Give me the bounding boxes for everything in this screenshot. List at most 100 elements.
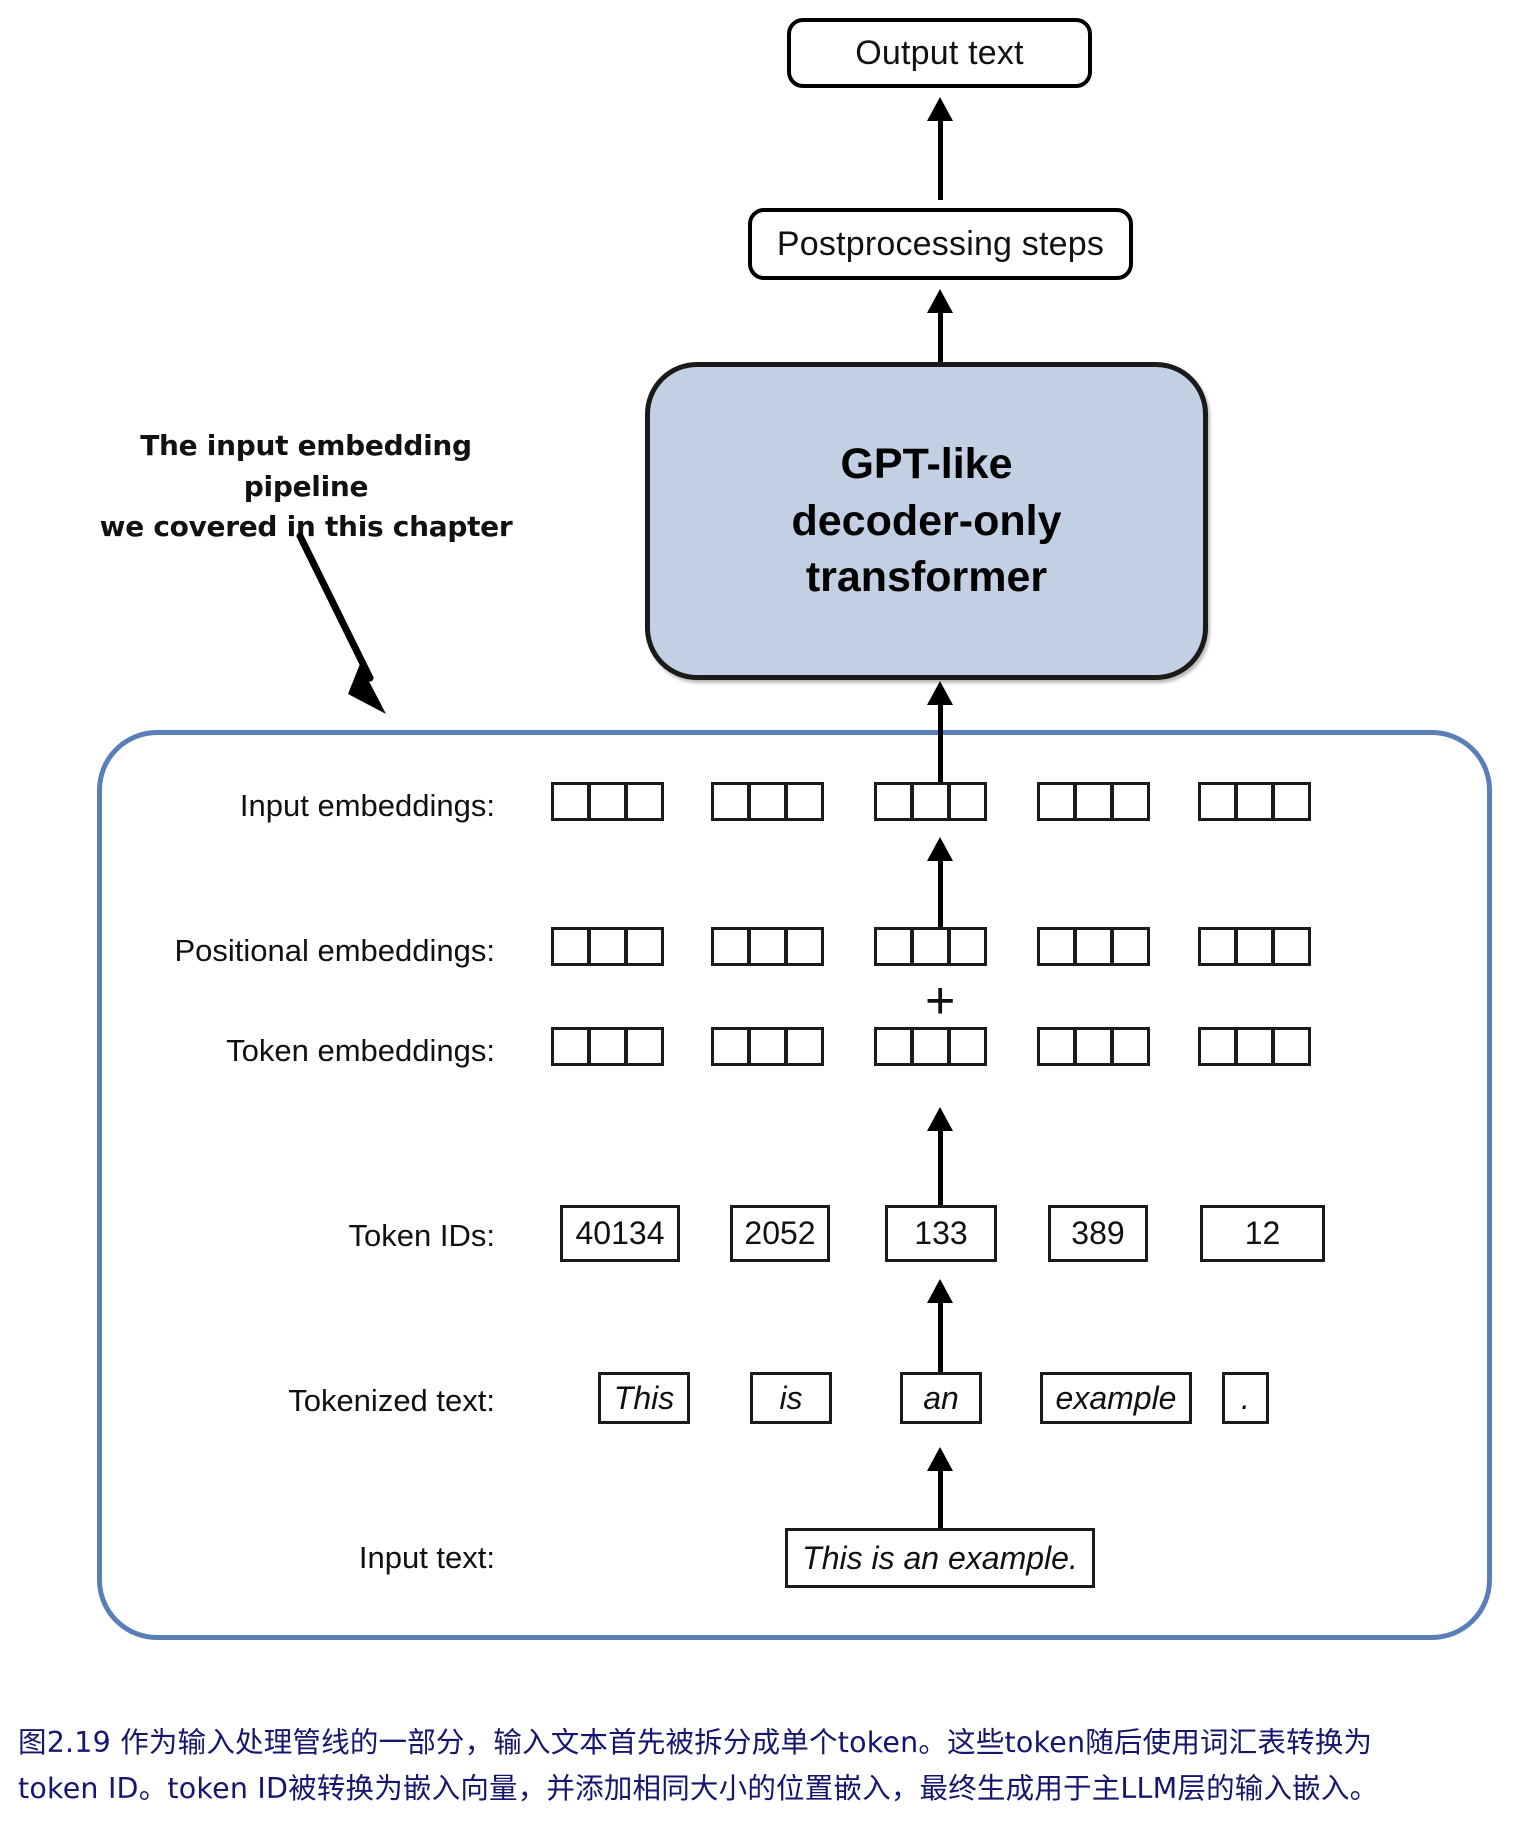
embedding-cell <box>911 1027 950 1066</box>
token-text: an <box>923 1379 959 1416</box>
figure-caption-line-2: token ID。token ID被转换为嵌入向量，并添加相同大小的位置嵌入，最… <box>18 1772 1379 1806</box>
pipeline-annotation-line-2: we covered in this chapter <box>99 510 513 544</box>
token-text: example <box>1055 1379 1177 1416</box>
embedding-cell <box>1198 927 1237 966</box>
embedding-cell <box>874 1027 913 1066</box>
embedding-cell <box>1074 927 1113 966</box>
embedding-cell <box>625 1027 664 1066</box>
embedding-cell <box>1235 782 1274 821</box>
token-id-value: 40134 <box>575 1215 665 1251</box>
token-id-box-3: 133 <box>885 1205 997 1262</box>
token-embedding-group-3 <box>874 1027 987 1066</box>
token-embedding-group-4 <box>1037 1027 1150 1066</box>
positional-embedding-group-3 <box>874 927 987 966</box>
embedding-cell <box>588 1027 627 1066</box>
embedding-cell <box>948 1027 987 1066</box>
plus-operator-symbol: + <box>925 972 956 1030</box>
positional-embedding-group-2 <box>711 927 824 966</box>
token-box-3: an <box>900 1372 982 1424</box>
row-label-token-ids: Token IDs: <box>0 1218 495 1254</box>
embedding-cell <box>1111 782 1150 821</box>
embedding-cell <box>1272 927 1311 966</box>
input-embedding-group-5 <box>1198 782 1311 821</box>
input-text-value: This is an example. <box>802 1539 1078 1576</box>
embedding-cell <box>1235 927 1274 966</box>
postprocessing-box: Postprocessing steps <box>748 208 1133 280</box>
row-label-token-embeddings-text: Token embeddings: <box>226 1033 495 1068</box>
figure-caption-line-1: 图2.19 作为输入处理管线的一部分，输入文本首先被拆分成单个token。这些t… <box>18 1726 1373 1759</box>
token-id-value: 12 <box>1244 1215 1281 1251</box>
token-id-box-1: 40134 <box>560 1205 680 1262</box>
token-embedding-group-2 <box>711 1027 824 1066</box>
embedding-cell <box>1235 1027 1274 1066</box>
embedding-cell <box>1272 782 1311 821</box>
input-embedding-group-2 <box>711 782 824 821</box>
embedding-cell <box>1198 782 1237 821</box>
embedding-cell <box>748 782 787 821</box>
input-embedding-group-4 <box>1037 782 1150 821</box>
embedding-cell <box>1111 927 1150 966</box>
embedding-cell <box>911 927 950 966</box>
input-embedding-group-1 <box>551 782 664 821</box>
embedding-cell <box>911 782 950 821</box>
input-embedding-group-3 <box>874 782 987 821</box>
embedding-cell <box>748 927 787 966</box>
embedding-cell <box>711 782 750 821</box>
input-embedding-pipeline-frame <box>97 730 1492 1640</box>
row-label-input-text: Input text: <box>0 1540 495 1576</box>
annotation-arrow-icon <box>296 532 386 714</box>
gpt-box-line-1: GPT-like <box>840 439 1013 488</box>
embedding-cell <box>1111 1027 1150 1066</box>
embedding-cell <box>551 782 590 821</box>
row-label-input-embeddings: Input embeddings: <box>0 788 495 824</box>
embedding-cell <box>588 927 627 966</box>
row-label-positional-embeddings-text: Positional embeddings: <box>174 933 495 968</box>
input-text-box: This is an example. <box>785 1528 1095 1588</box>
embedding-cell <box>785 782 824 821</box>
row-label-token-embeddings: Token embeddings: <box>0 1033 495 1069</box>
embedding-cell <box>874 927 913 966</box>
embedding-cell <box>1074 1027 1113 1066</box>
positional-embedding-group-4 <box>1037 927 1150 966</box>
token-text: is <box>779 1379 803 1416</box>
token-box-5: . <box>1222 1372 1269 1424</box>
token-id-box-2: 2052 <box>730 1205 830 1262</box>
gpt-decoder-box: GPT-like decoder-only transformer <box>645 362 1208 680</box>
output-text-label: Output text <box>855 33 1024 72</box>
embedding-cell <box>625 927 664 966</box>
token-box-2: is <box>750 1372 832 1424</box>
embedding-cell <box>551 927 590 966</box>
token-id-value: 389 <box>1071 1215 1125 1251</box>
embedding-cell <box>1272 1027 1311 1066</box>
embedding-cell <box>711 1027 750 1066</box>
token-id-box-5: 12 <box>1200 1205 1325 1262</box>
embedding-cell <box>625 782 664 821</box>
token-id-value: 2052 <box>744 1215 816 1251</box>
token-id-box-4: 389 <box>1048 1205 1148 1262</box>
token-text: . <box>1241 1379 1250 1416</box>
row-label-input-text-text: Input text: <box>358 1540 495 1575</box>
positional-embedding-group-1 <box>551 927 664 966</box>
embedding-cell <box>785 1027 824 1066</box>
plus-operator: + <box>925 975 955 1027</box>
token-embedding-group-1 <box>551 1027 664 1066</box>
embedding-cell <box>948 927 987 966</box>
embedding-cell <box>588 782 627 821</box>
embedding-cell <box>1037 1027 1076 1066</box>
row-label-tokenized-text: Tokenized text: <box>0 1383 495 1419</box>
row-label-tokenized-text-text: Tokenized text: <box>288 1383 495 1418</box>
figure-caption: 图2.19 作为输入处理管线的一部分，输入文本首先被拆分成单个token。这些t… <box>18 1720 1508 1812</box>
embedding-cell <box>1037 927 1076 966</box>
row-label-positional-embeddings: Positional embeddings: <box>0 933 495 969</box>
pipeline-annotation: The input embedding pipeline we covered … <box>86 426 526 548</box>
embedding-cell <box>1074 782 1113 821</box>
gpt-box-line-3: transformer <box>805 553 1048 602</box>
embedding-cell <box>748 1027 787 1066</box>
token-box-1: This <box>598 1372 690 1424</box>
output-text-box: Output text <box>787 18 1092 88</box>
embedding-cell <box>1198 1027 1237 1066</box>
embedding-cell <box>551 1027 590 1066</box>
token-box-4: example <box>1040 1372 1192 1424</box>
postprocessing-label: Postprocessing steps <box>776 224 1105 263</box>
